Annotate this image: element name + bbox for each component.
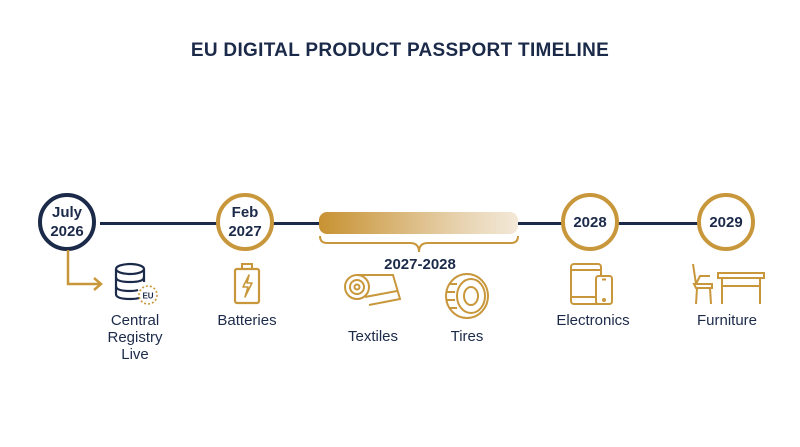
milestone-july-2026: July 2026 xyxy=(38,193,96,251)
label-batteries: Batteries xyxy=(217,312,277,329)
range-bar-2027-2028 xyxy=(319,212,518,234)
timeline-title: EU DIGITAL PRODUCT PASSPORT TIMELINE xyxy=(190,40,610,61)
fabric-roll-icon xyxy=(344,274,402,306)
arrow-right-icon xyxy=(66,250,103,291)
battery-icon xyxy=(233,263,261,305)
label-furniture: Furniture xyxy=(696,312,758,329)
milestone-2029: 2029 xyxy=(697,193,755,251)
label-central-registry: Central Registry Live xyxy=(107,312,163,363)
milestone-2028: 2028 xyxy=(561,193,619,251)
label-tires: Tires xyxy=(450,328,484,345)
eu-badge-text: EU xyxy=(142,292,153,301)
range-bracket xyxy=(319,235,519,253)
chair-table-icon xyxy=(692,263,765,305)
range-label: 2027-2028 xyxy=(384,256,456,273)
database-eu-icon: EU xyxy=(114,262,158,305)
tablet-phone-icon xyxy=(570,263,613,305)
milestone-feb-2027: Feb 2027 xyxy=(216,193,274,251)
label-textiles: Textiles xyxy=(347,328,399,345)
label-electronics: Electronics xyxy=(556,312,630,329)
tire-icon xyxy=(445,273,489,319)
